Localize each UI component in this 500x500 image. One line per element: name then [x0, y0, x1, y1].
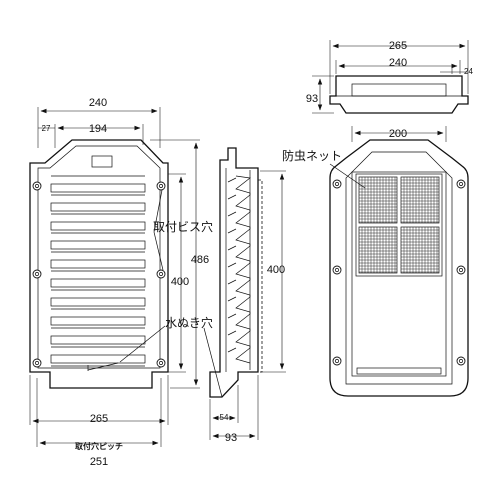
insect-screen — [355, 173, 443, 277]
screw-hole-center — [335, 182, 339, 186]
dim-251-label: 251 — [90, 456, 108, 468]
screw-hole — [332, 179, 342, 189]
mesh-panel — [400, 176, 440, 224]
screw-hole-center — [335, 268, 339, 272]
louver-slat — [50, 354, 146, 364]
pitch-caption: 取付穴ピッチ — [75, 441, 123, 451]
screw-hole-center — [35, 272, 39, 276]
dim-265-label: 265 — [90, 413, 108, 425]
fin-edge — [227, 347, 237, 353]
back-view-screw-holes — [332, 179, 466, 366]
screw-hole-center — [459, 268, 463, 272]
screw-hole — [156, 269, 166, 279]
back-view: 200 防虫ネット — [282, 126, 469, 397]
fin-edge — [227, 313, 237, 319]
fin-edge — [227, 279, 237, 285]
screw-hole-center — [335, 359, 339, 363]
leader-weep-hole — [119, 325, 166, 363]
fin-edge — [227, 245, 237, 251]
louver-slat — [50, 259, 146, 269]
front-view: 240 27 194 486 400 265 取付穴ピッチ 251 取付ビス穴 … — [29, 97, 213, 468]
mesh-panel — [400, 226, 440, 274]
insect-screen-mesh-panels — [358, 176, 440, 274]
screw-hole-label: 取付ビス穴 — [153, 219, 213, 234]
back-view-bottom-rail — [356, 367, 442, 375]
back-dim-200-label: 200 — [389, 128, 407, 140]
louver-slat — [50, 202, 146, 212]
screw-hole-center — [159, 272, 163, 276]
fin-edge — [227, 296, 237, 302]
fin-zigzag — [235, 175, 251, 364]
side-dim-400-label: 400 — [267, 264, 285, 276]
fin-edge — [227, 262, 237, 268]
dim-27-label: 27 — [42, 124, 51, 133]
fin-edge — [227, 330, 237, 336]
screw-hole — [456, 179, 466, 189]
louver-slat — [50, 335, 146, 345]
weep-hole-mark — [87, 362, 119, 371]
back-view-opening — [351, 171, 447, 377]
fin-edge — [227, 228, 237, 234]
side-view-outline — [209, 147, 259, 398]
top-view: 265 240 24 93 — [306, 40, 473, 114]
louver-slat — [50, 221, 146, 231]
dim-194-label: 194 — [89, 123, 107, 135]
back-view-inner-outline — [345, 151, 453, 385]
top-dim-24-label: 24 — [464, 67, 473, 76]
dim-486-label: 486 — [191, 254, 209, 266]
louver-slat — [50, 297, 146, 307]
side-view-leader — [203, 327, 223, 398]
screw-hole-center — [459, 182, 463, 186]
top-view-outline — [329, 75, 469, 114]
leader-screw-hole-top — [153, 189, 163, 233]
fin-edge — [227, 211, 237, 217]
louver-slat — [50, 183, 146, 193]
screw-hole — [156, 358, 166, 368]
top-dim-265-label: 265 — [389, 40, 407, 52]
side-view: 400 54 93 — [203, 147, 286, 444]
mesh-panel — [358, 226, 398, 274]
front-view-outline — [29, 139, 169, 389]
front-view-inner-outline — [37, 145, 161, 369]
screw-hole-center — [159, 184, 163, 188]
screw-hole-center — [35, 184, 39, 188]
fin-edge — [227, 177, 237, 183]
dim-400-label: 400 — [171, 276, 189, 288]
side-view-louver-fins — [227, 175, 251, 364]
louver-slat — [50, 316, 146, 326]
top-dim-93-label: 93 — [306, 93, 318, 105]
mesh-panel — [358, 176, 398, 224]
louver-slat — [50, 240, 146, 250]
screw-hole — [32, 181, 42, 191]
weep-hole-label: 水ぬき穴 — [165, 315, 213, 330]
side-dim-54-label: 54 — [220, 413, 229, 422]
screw-hole — [32, 358, 42, 368]
screw-hole — [156, 181, 166, 191]
screw-hole-center — [35, 361, 39, 365]
dim-240-label: 240 — [89, 97, 107, 109]
screw-hole — [32, 269, 42, 279]
screw-hole — [456, 265, 466, 275]
screw-hole — [456, 356, 466, 366]
front-view-louvers — [50, 175, 146, 367]
fin-edge — [227, 194, 237, 200]
side-dim-93-label: 93 — [225, 432, 237, 444]
louver-slat — [50, 278, 146, 288]
insect-screen-frame — [355, 173, 443, 277]
screw-hole-center — [159, 361, 163, 365]
top-dim-240-label: 240 — [389, 57, 407, 69]
back-view-outline — [329, 139, 469, 397]
front-view-screw-holes — [32, 181, 166, 368]
screw-hole — [332, 265, 342, 275]
front-view-top-slot — [91, 155, 113, 168]
insect-screen-label: 防虫ネット — [282, 148, 342, 163]
top-view-inner-frame — [351, 83, 447, 97]
screw-hole — [332, 356, 342, 366]
screw-hole-center — [459, 359, 463, 363]
leader-insect-screen — [329, 163, 366, 189]
leader-screw-hole-bottom — [153, 231, 164, 271]
